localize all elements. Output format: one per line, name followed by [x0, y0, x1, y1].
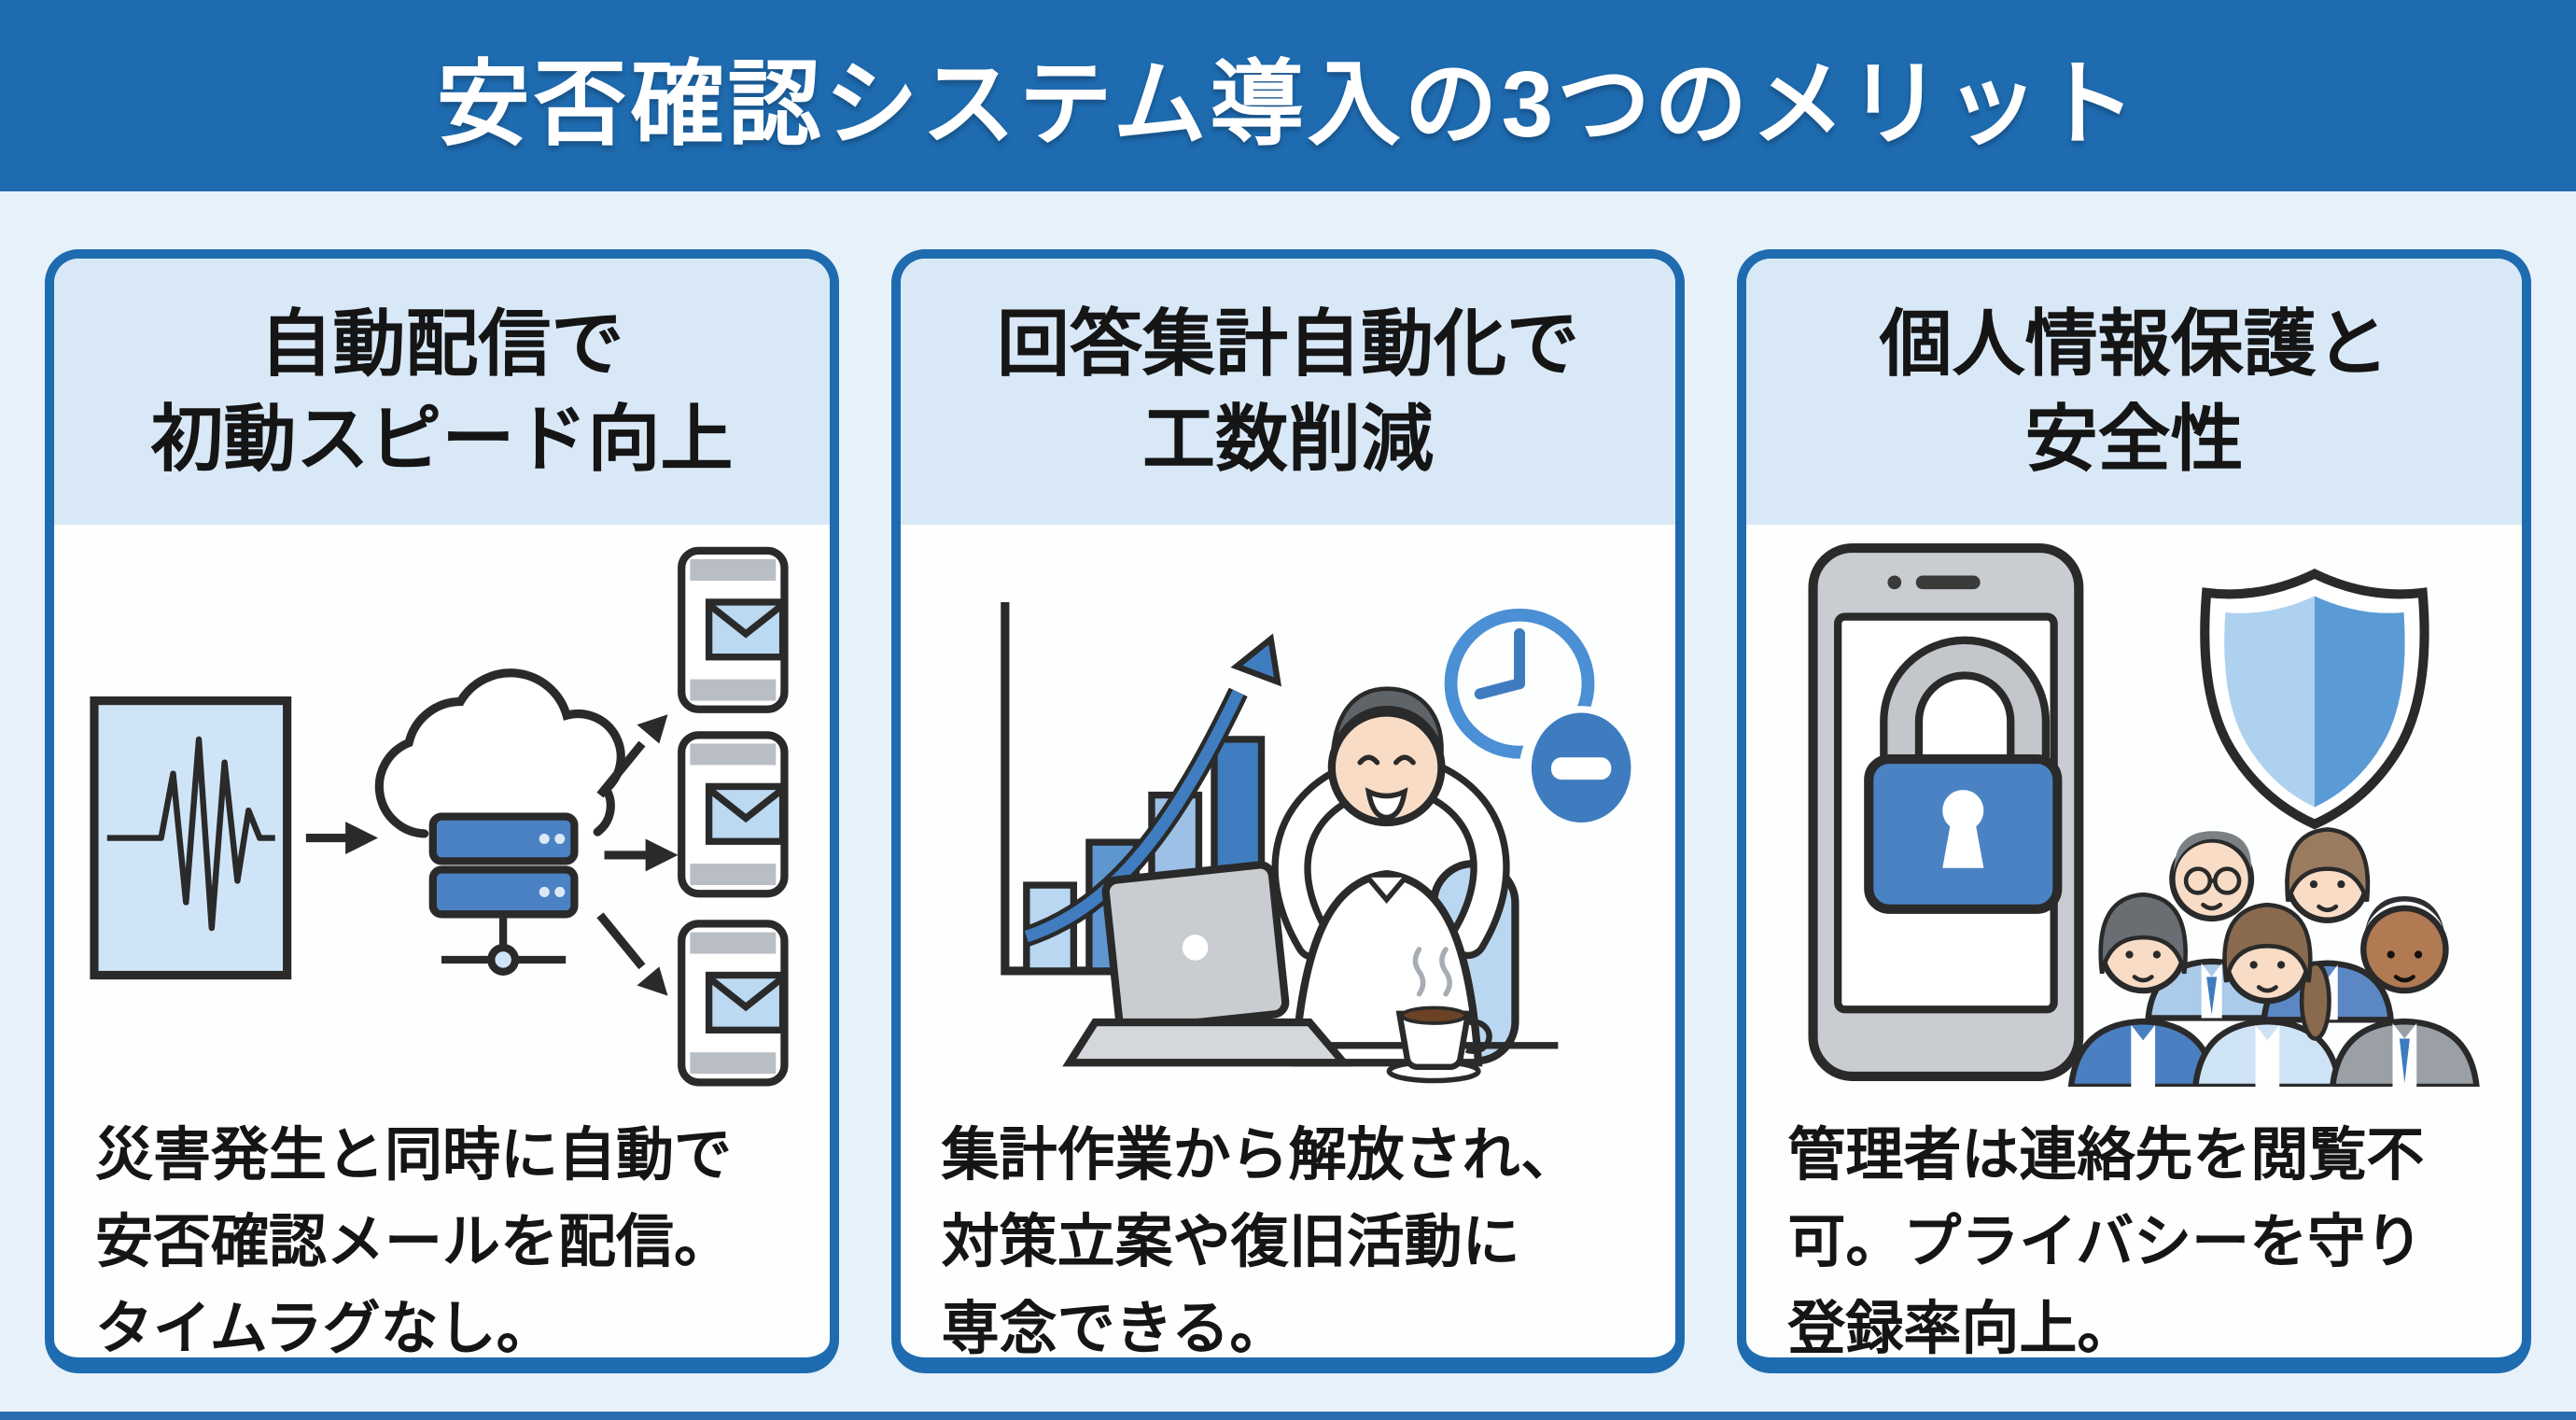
employee-man-glasses — [2144, 830, 2278, 1021]
card-auto-aggregation-description: 集計作業から解放され、 対策立案や復旧活動に 専念できる。 — [901, 1099, 1676, 1361]
card-title-line: 安全性 — [2024, 397, 2244, 480]
description-line: 管理者は連絡先を閲覧不 — [1787, 1123, 2425, 1188]
cloud-server-icon — [375, 668, 626, 976]
card-title-line: 工数削減 — [1142, 397, 1435, 480]
laptop-icon — [1062, 860, 1352, 1066]
description-line: 登録率向上。 — [1787, 1297, 2135, 1361]
description-line: 専念できる。 — [941, 1297, 1288, 1361]
flow-arrow-icon — [306, 821, 379, 854]
time-saved-clock-icon — [1444, 608, 1644, 829]
card-auto-aggregation: 回答集計自動化で 工数削減 — [890, 249, 1686, 1373]
coffee-cup-icon — [1386, 946, 1492, 1083]
padlock-icon — [1863, 636, 2063, 914]
description-line: 集計作業から解放され、 — [941, 1123, 1579, 1188]
auto-aggregation-illustration — [900, 525, 1676, 1099]
description-line: 災害発生と同時に自動で — [95, 1123, 733, 1188]
relaxed-worker-illustration — [1271, 685, 1519, 1066]
card-title-line: 個人情報保護と — [1879, 302, 2389, 386]
privacy-safety-illustration — [1746, 525, 2523, 1099]
description-line: 対策立案や復旧活動に — [941, 1210, 1520, 1274]
card-title-line: 初動スピード向上 — [150, 397, 734, 480]
card-auto-delivery-title: 自動配信で 初動スピード向上 — [54, 259, 830, 525]
page-title: 安否確認システム導入の3つのメリット — [436, 52, 2140, 157]
card-privacy-safety-title: 個人情報保護と 安全性 — [1746, 259, 2523, 525]
auto-delivery-flow-svg — [90, 546, 789, 1086]
card-privacy-safety: 個人情報保護と 安全性 — [1737, 249, 2532, 1373]
card-title-line: 自動配信で — [259, 302, 624, 386]
bottom-strip — [0, 1412, 2576, 1420]
card-title-line: 回答集計自動化で — [997, 302, 1580, 386]
privacy-protection-svg — [1808, 542, 2480, 1087]
smartphone-mail-icon — [678, 546, 789, 713]
card-auto-aggregation-title: 回答集計自動化で 工数削減 — [900, 259, 1676, 525]
workload-reduction-svg — [1001, 601, 1644, 1083]
card-auto-delivery-description: 災害発生と同時に自動で 安否確認メールを配信。 タイムラグなし。 — [54, 1099, 830, 1361]
employee-woman-gray — [2067, 892, 2219, 1087]
broadcast-arrows-icon — [596, 713, 679, 996]
auto-delivery-illustration — [54, 525, 830, 1099]
description-line: 可。プライバシーを守り — [1787, 1210, 2424, 1274]
card-privacy-safety-description: 管理者は連絡先を閲覧不 可。プライバシーを守り 登録率向上。 — [1746, 1099, 2522, 1361]
description-line: 安否確認メールを配信。 — [95, 1210, 733, 1274]
seismograph-icon — [90, 696, 292, 979]
locked-smartphone-icon — [1808, 542, 2084, 1081]
card-auto-delivery: 自動配信で 初動スピード向上 — [45, 249, 839, 1373]
smartphone-mail-icon — [678, 730, 789, 897]
smartphone-mail-icon — [678, 919, 789, 1086]
title-bar: 安否確認システム導入の3つのメリット — [0, 0, 2576, 191]
employees-group-illustration — [2067, 826, 2480, 1087]
cards-row: 自動配信で 初動スピード向上 — [0, 191, 2576, 1373]
description-line: タイムラグなし。 — [95, 1297, 554, 1361]
employee-man-suit — [2329, 895, 2480, 1087]
shield-icon — [2199, 568, 2429, 829]
employee-woman-ponytail — [2191, 902, 2343, 1087]
minus-badge-icon — [1531, 711, 1631, 822]
